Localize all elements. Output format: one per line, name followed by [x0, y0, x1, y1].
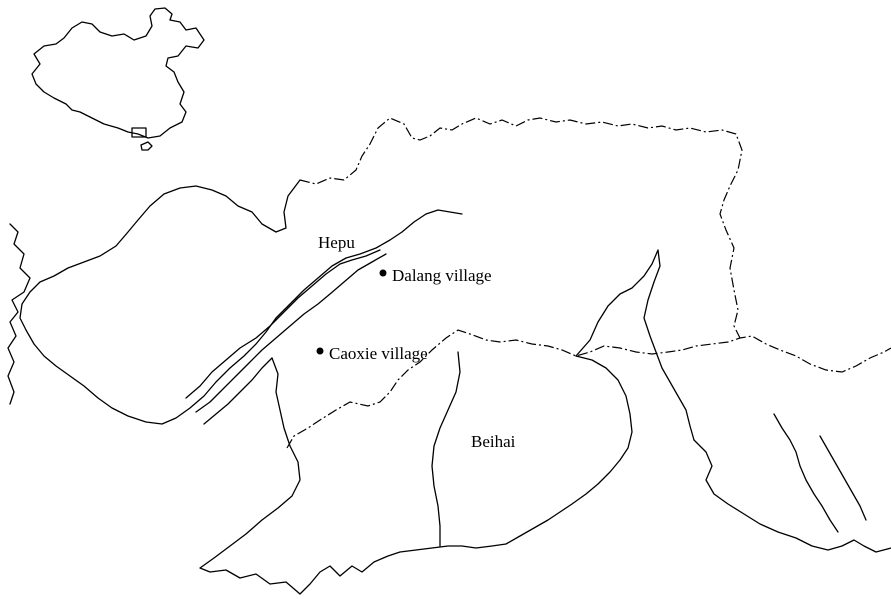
north-boundary [299, 117, 743, 339]
inset-china-map [31, 7, 205, 151]
east-inlet-1 [575, 249, 695, 441]
west-inlets [7, 223, 31, 405]
region-label-hepu: Hepu [318, 233, 355, 252]
east-inlet-2 [693, 439, 891, 553]
region-label-beihai: Beihai [471, 432, 516, 451]
study-area-box [131, 127, 147, 138]
river-channel-1 [185, 249, 381, 399]
coastline-beihai [199, 355, 633, 595]
caoxie-village-marker [316, 347, 324, 355]
river-channel-2 [195, 253, 387, 413]
river-channel-3 [203, 357, 273, 425]
coastline-west [19, 179, 463, 425]
china-outline [31, 7, 205, 139]
dalang-village-marker [379, 269, 387, 277]
dalang-village-label: Dalang village [392, 266, 492, 285]
east-inlet-4 [819, 435, 867, 521]
beihai-inner-coast [431, 351, 461, 547]
east-inlet-3 [773, 413, 839, 533]
hainan-outline [140, 141, 153, 151]
county-boundary [286, 329, 891, 449]
caoxie-village-label: Caoxie village [329, 344, 428, 363]
